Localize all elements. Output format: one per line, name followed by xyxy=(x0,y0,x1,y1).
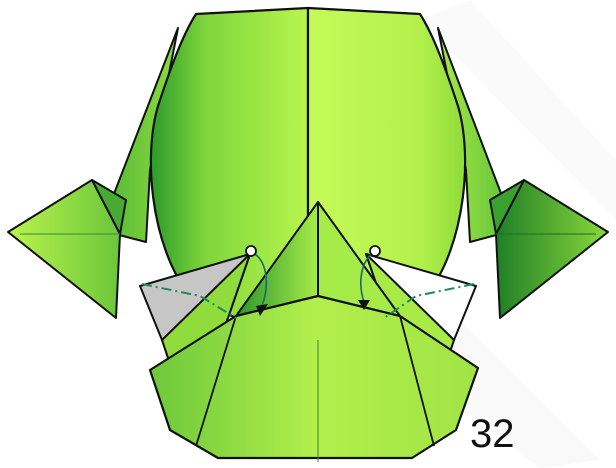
right-reference-point xyxy=(370,246,380,256)
step-number: 32 xyxy=(470,414,515,454)
left-ear xyxy=(8,180,126,318)
right-ear xyxy=(490,180,608,318)
left-reference-point xyxy=(246,246,256,256)
